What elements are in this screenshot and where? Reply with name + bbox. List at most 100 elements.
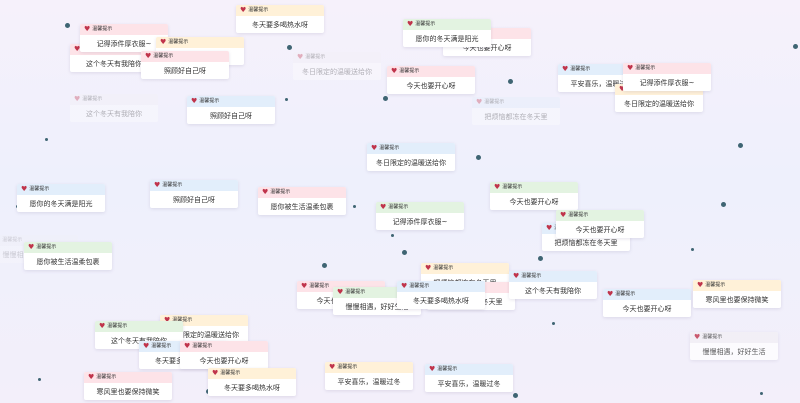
popup-window[interactable]: ♥温馨提示 把烦恼都冻在冬天里 — [472, 97, 560, 125]
popup-header[interactable]: ♥温馨提示 — [490, 182, 578, 193]
popup-message: 今天也要开心呀 — [406, 82, 456, 90]
popup-window[interactable]: ♥温馨提示 寒风里也要保持微笑 — [693, 280, 781, 308]
popup-header[interactable]: ♥温馨提示 — [403, 19, 491, 30]
popup-message: 把烦恼都冻在冬天里 — [484, 113, 548, 121]
popup-header[interactable]: ♥温馨提示 — [17, 184, 105, 195]
popup-title: 温馨提示 — [484, 99, 505, 105]
popup-window[interactable]: ♥温馨提示 今天也要开心呀 — [490, 182, 578, 210]
heart-icon: ♥ — [329, 363, 336, 371]
popup-message: 寒风里也要保持微笑 — [705, 296, 769, 304]
popup-window[interactable]: ♥温馨提示 愿你被生活温柔包裹 — [258, 187, 346, 215]
popup-window[interactable]: ♥温馨提示 平安喜乐，温暖过冬 — [325, 362, 413, 390]
popup-header[interactable]: ♥温馨提示 — [141, 51, 229, 62]
popup-window[interactable]: ♥温馨提示 照顾好自己呀 — [141, 51, 229, 79]
popup-window[interactable]: ♥温馨提示 冬天要多喝热水呀 — [236, 5, 324, 33]
popup-window[interactable]: ♥温馨提示 这个冬天有我陪你 — [70, 94, 158, 122]
heart-icon: ♥ — [154, 181, 161, 189]
popup-window[interactable]: ♥温馨提示 这个冬天有我陪你 — [509, 271, 597, 299]
popup-title: 温馨提示 — [162, 182, 183, 188]
popup-window[interactable]: ♥温馨提示 慢慢相遇，好好生活 — [690, 332, 778, 360]
heart-icon: ♥ — [407, 20, 414, 28]
popup-message: 照顾好自己呀 — [210, 112, 252, 120]
heart-icon: ♥ — [212, 369, 219, 377]
popup-window[interactable]: ♥温馨提示 寒风里也要保持微笑 — [84, 372, 172, 400]
popup-header[interactable]: ♥温馨提示 — [150, 180, 238, 191]
popup-header[interactable]: ♥温馨提示 — [84, 372, 172, 383]
popup-window[interactable]: ♥温馨提示 冬天要多喝热水呀 — [208, 368, 296, 396]
popup-header[interactable]: ♥温馨提示 — [208, 368, 296, 379]
popup-header[interactable]: ♥温馨提示 — [623, 63, 711, 74]
popup-header[interactable]: ♥温馨提示 — [95, 321, 183, 332]
popup-header[interactable]: ♥温馨提示 — [556, 210, 644, 221]
popup-message: 照顾好自己呀 — [164, 67, 206, 75]
popup-header[interactable]: ♥温馨提示 — [472, 97, 560, 108]
popup-message: 今天也要开心呀 — [199, 357, 249, 365]
popup-window[interactable]: ♥温馨提示 记得添件厚衣服~ — [376, 202, 464, 230]
popup-window[interactable]: ♥温馨提示 冬天要多喝热水呀 — [397, 281, 485, 309]
popup-title: 温馨提示 — [635, 65, 656, 71]
popup-window[interactable]: ♥温馨提示 冬日限定的温暖送给你 — [367, 143, 455, 171]
popup-header[interactable]: ♥温馨提示 — [187, 96, 275, 107]
decor-dot — [391, 234, 394, 237]
popup-message: 平安喜乐，温暖过冬 — [570, 80, 634, 88]
decor-dot — [508, 79, 513, 84]
popup-message: 今天也要开心呀 — [462, 44, 512, 52]
popup-message: 今天也要开心呀 — [575, 226, 625, 234]
heart-icon: ♥ — [619, 86, 625, 93]
popup-header[interactable]: ♥温馨提示 — [258, 187, 346, 198]
popup-header[interactable]: ♥温馨提示 — [690, 332, 778, 343]
popup-message: 愿你被生活温柔包裹 — [270, 203, 334, 211]
popup-title: 温馨提示 — [305, 54, 326, 60]
popup-header[interactable]: ♥温馨提示 — [24, 242, 112, 253]
popup-header[interactable]: ♥温馨提示 — [333, 287, 421, 298]
popup-header[interactable]: ♥温馨提示 — [387, 66, 475, 77]
popup-header[interactable]: ♥温馨提示 — [558, 64, 646, 75]
heart-icon: ♥ — [380, 203, 387, 211]
popup-message: 慢慢相遇，好好生活 — [345, 303, 409, 311]
popup-header[interactable]: ♥温馨提示 — [70, 94, 158, 105]
heart-icon: ♥ — [84, 25, 91, 33]
popup-window[interactable]: ♥温馨提示 今天也要开心呀 — [387, 66, 475, 94]
popup-window[interactable]: ♥温馨提示 平安喜乐，温暖过冬 — [425, 364, 513, 392]
popup-window[interactable]: ♥温馨提示 照顾好自己呀 — [150, 180, 238, 208]
popup-header[interactable]: ♥温馨提示 — [80, 24, 168, 35]
popup-header[interactable]: ♥温馨提示 — [160, 315, 248, 326]
popup-header[interactable]: ♥温馨提示 — [603, 289, 691, 300]
popup-window[interactable]: ♥温馨提示 愿你的冬天满是阳光 — [17, 184, 105, 212]
popup-title: 温馨提示 — [337, 364, 358, 370]
popup-message: 愿你的冬天满是阳光 — [29, 200, 93, 208]
popup-header[interactable]: ♥温馨提示 — [367, 143, 455, 154]
popup-window[interactable]: ♥温馨提示 今天也要开心呀 — [556, 210, 644, 238]
popup-header[interactable]: ♥温馨提示 — [325, 362, 413, 373]
popup-window[interactable]: ♥温馨提示 今天也要开心呀 — [603, 289, 691, 317]
popup-window[interactable]: ♥温馨提示 记得添件厚衣服~ — [623, 63, 711, 91]
popup-header[interactable]: ♥温馨提示 — [421, 263, 509, 274]
popup-header[interactable]: ♥温馨提示 — [425, 364, 513, 375]
decor-dot — [353, 205, 356, 208]
popup-header[interactable]: ♥温馨提示 — [397, 281, 485, 292]
popup-header[interactable]: ♥温馨提示 — [236, 5, 324, 16]
decor-dot — [383, 96, 388, 101]
popup-window[interactable]: ♥温馨提示 记得添件厚衣服~ — [80, 24, 168, 52]
popup-title: 温馨提示 — [168, 39, 189, 45]
popup-header[interactable]: ♥温馨提示 — [0, 235, 78, 246]
decor-dot — [65, 23, 70, 28]
heart-icon: ♥ — [607, 290, 614, 298]
popup-header[interactable]: ♥温馨提示 — [156, 37, 244, 48]
popup-window[interactable]: ♥温馨提示 愿你被生活温柔包裹 — [24, 242, 112, 270]
popup-title: 温馨提示 — [82, 96, 103, 102]
heart-icon: ♥ — [191, 97, 198, 105]
popup-window[interactable]: ♥温馨提示 愿你的冬天满是阳光 — [403, 19, 491, 47]
popup-header[interactable]: ♥温馨提示 — [180, 341, 268, 352]
popup-header[interactable]: ♥温馨提示 — [297, 281, 385, 292]
popup-window[interactable]: ♥温馨提示 今天也要开心呀 — [180, 341, 268, 369]
popup-title: 温馨提示 — [192, 343, 213, 349]
heart-icon: ♥ — [401, 282, 408, 290]
popup-header[interactable]: ♥温馨提示 — [376, 202, 464, 213]
popup-header[interactable]: ♥温馨提示 — [293, 52, 381, 63]
popup-window[interactable]: ♥温馨提示 照顾好自己呀 — [187, 96, 275, 124]
popup-window[interactable]: ♥温馨提示 冬日限定的温暖送给你 — [293, 52, 381, 80]
popup-title: 温馨提示 — [570, 66, 591, 72]
popup-header[interactable]: ♥温馨提示 — [509, 271, 597, 282]
popup-header[interactable]: ♥温馨提示 — [693, 280, 781, 291]
